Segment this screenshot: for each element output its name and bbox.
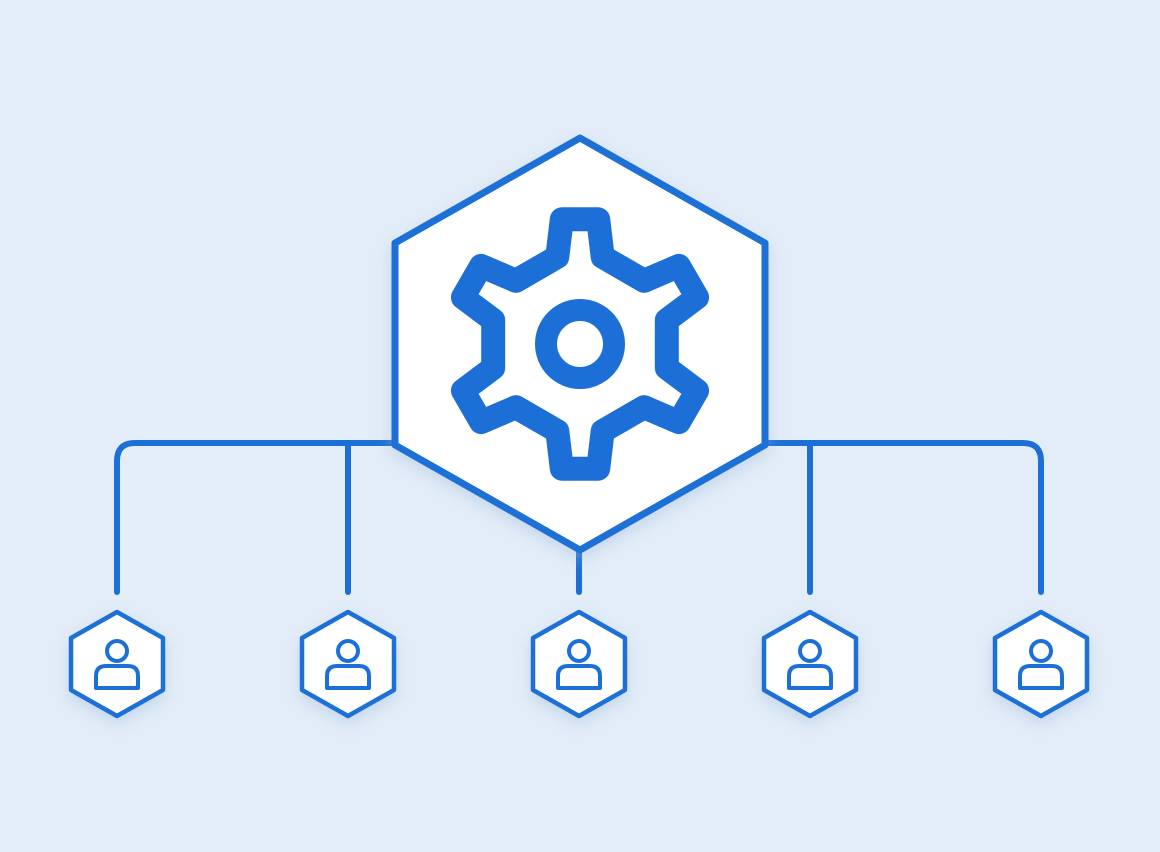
gear-outline bbox=[450, 207, 710, 481]
user-body bbox=[556, 664, 602, 690]
user-body bbox=[787, 664, 833, 690]
hub-hexagon bbox=[391, 134, 769, 554]
user-icon bbox=[556, 639, 602, 690]
user-icon bbox=[787, 639, 833, 690]
user-head bbox=[336, 639, 360, 663]
child-node-1 bbox=[68, 609, 166, 719]
child-node-3 bbox=[530, 609, 628, 719]
child-node-5 bbox=[992, 609, 1090, 719]
user-body bbox=[325, 664, 371, 690]
child-node-4 bbox=[761, 609, 859, 719]
user-body bbox=[94, 664, 140, 690]
user-icon bbox=[1018, 639, 1064, 690]
gear-center-ring bbox=[535, 299, 625, 389]
user-head bbox=[1029, 639, 1053, 663]
user-head bbox=[105, 639, 129, 663]
hub-node bbox=[391, 134, 769, 554]
user-icon bbox=[94, 639, 140, 690]
user-head bbox=[567, 639, 591, 663]
user-icon bbox=[325, 639, 371, 690]
child-nodes bbox=[68, 609, 1090, 719]
gear-icon bbox=[450, 207, 710, 481]
child-node-2 bbox=[299, 609, 397, 719]
user-body bbox=[1018, 664, 1064, 690]
user-head bbox=[798, 639, 822, 663]
